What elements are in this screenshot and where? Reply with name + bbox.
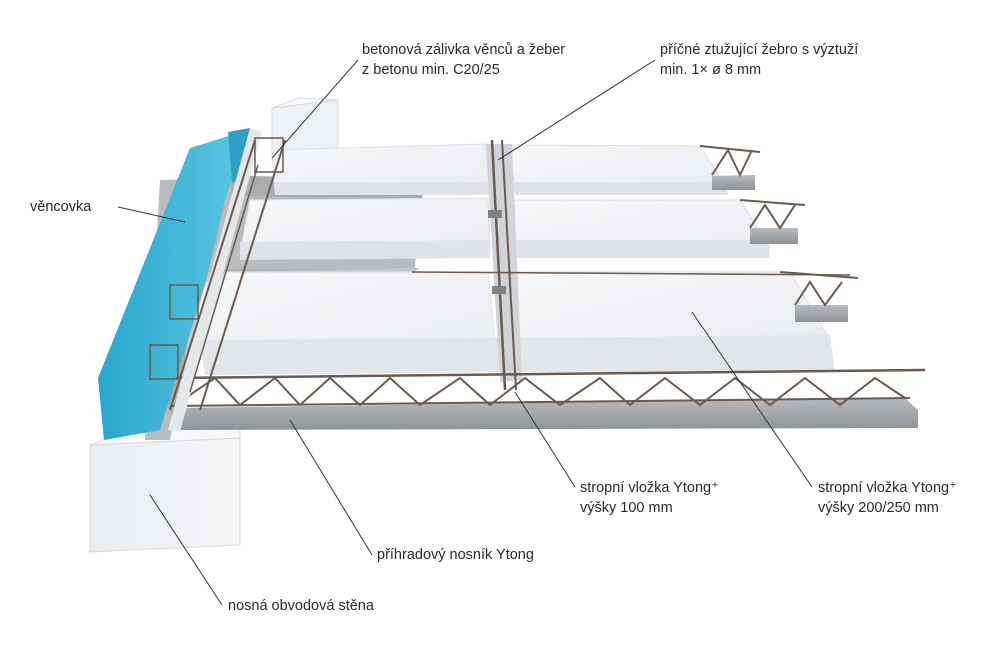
label-cross-rib-line1: příčné ztužující žebro s výztuží: [660, 42, 859, 58]
label-insert-200: stropní vložka Ytong⁺ výšky 200/250 mm: [818, 478, 957, 518]
label-bearing-wall-line1: nosná obvodová stěna: [228, 598, 374, 614]
lattice-beam-front: [169, 368, 926, 430]
leader-concrete-fill: [271, 59, 359, 159]
label-lattice-beam-line1: příhradový nosník Ytong: [377, 547, 534, 563]
label-insert-200-line2: výšky 200/250 mm: [818, 500, 939, 516]
leader-bearing-wall: [149, 494, 223, 606]
label-cross-rib: příčné ztužující žebro s výztuží min. 1×…: [660, 40, 858, 80]
rim-rebar-cage: [149, 137, 286, 411]
label-lattice-beam: příhradový nosník Ytong: [377, 545, 534, 565]
label-rim-block-line1: věncovka: [30, 199, 92, 215]
label-insert-100-line2: výšky 100 mm: [580, 500, 673, 516]
cross-rib: [486, 139, 522, 391]
label-insert-200-line1: stropní vložka Ytong⁺: [818, 480, 957, 496]
label-bearing-wall: nosná obvodová stěna: [228, 596, 374, 616]
leader-lattice-beam: [289, 419, 373, 556]
label-concrete-fill-line1: betonová zálivka věnců a žeber: [362, 42, 566, 58]
label-cross-rib-line2: min. 1× ø 8 mm: [660, 62, 762, 78]
label-concrete-fill-line2: z betonu min. C20/25: [362, 62, 500, 78]
insert-row-middle: [239, 197, 771, 260]
upper-wall-block: [271, 97, 339, 161]
insert-row-front: [199, 271, 835, 375]
label-insert-100: stropní vložka Ytong⁺ výšky 100 mm: [580, 478, 719, 518]
leader-insert-200: [691, 311, 813, 488]
label-insert-100-line1: stropní vložka Ytong⁺: [580, 480, 719, 496]
lattice-beam-ends: [411, 145, 859, 322]
leader-lines: [117, 59, 813, 606]
label-concrete-fill: betonová zálivka věnců a žeber z betonu …: [362, 40, 565, 80]
leader-rim-block: [117, 206, 186, 223]
label-rim-block: věncovka: [30, 197, 91, 217]
leader-cross-rib: [497, 59, 656, 161]
leader-insert-100: [514, 391, 576, 488]
insert-row-back: [271, 143, 729, 195]
